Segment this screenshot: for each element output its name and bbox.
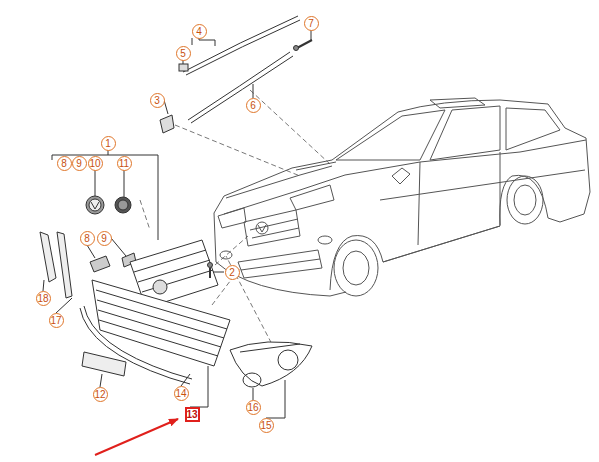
callout-number: 11 [117,156,132,171]
pointer-arrow [95,419,178,455]
callout-number: 8 [57,156,72,171]
callout-number: 3 [150,93,165,108]
callout-number: 6 [246,98,261,113]
callout-number: 8 [80,231,95,246]
callout-number: 13 [185,407,200,422]
callout-number: 14 [174,386,189,401]
callout-number: 17 [49,313,64,328]
callout-number: 2 [225,265,240,280]
callout-number: 9 [72,156,87,171]
callout-number: 9 [97,231,112,246]
callout-number: 1 [101,136,116,151]
callout-number: 18 [36,291,51,306]
callout-number: 4 [192,24,207,39]
parts [40,16,312,418]
callout-number: 12 [93,387,108,402]
callout-number: 10 [88,156,103,171]
callout-number: 16 [246,400,261,415]
callout-number: 5 [176,46,191,61]
car-body [214,98,590,296]
callout-number: 15 [259,418,274,433]
callout-number: 7 [304,16,319,31]
